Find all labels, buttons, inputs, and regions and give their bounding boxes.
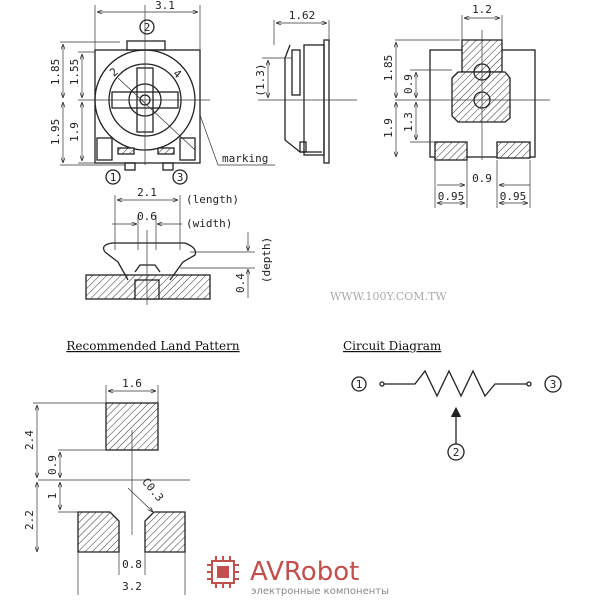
watermark-text: WWW.100Y.COM.TW (330, 290, 447, 303)
land-gap-bottom: 1 (46, 493, 59, 500)
section-view: 2.1 (length) 0.6 (width) 0.4 (depth) (85, 186, 273, 305)
depth-label: (depth) (260, 237, 273, 283)
bottom-c-bottom: 1.3 (402, 112, 415, 132)
pad-right-dimension: 0.95 (500, 190, 527, 203)
avrobot-logo: AVRobot электронные компоненты (207, 556, 389, 597)
bottom-view: 1.2 1.85 1.9 0.9 1.3 0.9 0.95 0.95 (382, 3, 550, 208)
width-label: (width) (186, 217, 232, 230)
height-bottom-dimension: 1.95 (49, 119, 62, 146)
pad-width-dimension: 1.2 (472, 3, 492, 16)
land-h-top: 2.4 (23, 430, 36, 450)
pin-2-label: 2 (144, 21, 151, 34)
resistor-symbol (384, 369, 527, 398)
pin-1-label: 1 (110, 171, 117, 184)
marking-label: marking (222, 152, 268, 165)
pad-left-dimension: 0.95 (438, 190, 465, 203)
inner-bottom-dimension: 1.9 (68, 122, 81, 142)
bottom-h-top: 1.85 (382, 55, 395, 82)
logo-name: AVRobot (250, 557, 359, 587)
logo-tagline: электронные компоненты (251, 586, 389, 597)
land-pattern-title: Recommended Land Pattern (66, 339, 239, 353)
chip-icon (207, 556, 239, 588)
pin-3-label: 3 (177, 171, 184, 184)
dial-label-2: 2 (107, 65, 120, 79)
circuit-diagram: Circuit Diagram 1 3 2 (343, 339, 562, 461)
circuit-title: Circuit Diagram (343, 339, 442, 353)
side-depth-dimension: 1.62 (289, 9, 316, 22)
dial-label-4: 4 (170, 67, 184, 81)
width-dimension-section: 0.6 (137, 210, 157, 223)
circuit-pin-1: 1 (356, 378, 363, 391)
land-pad-width: 1.6 (122, 377, 142, 390)
land-gap-top: 0.9 (46, 455, 59, 475)
land-pad-small: 0.8 (122, 558, 142, 571)
pad-gap-dimension: 0.9 (472, 172, 492, 185)
circuit-pin-2: 2 (453, 446, 460, 459)
front-view: 2 4 3.1 2 1 3 1.85 1.95 1.55 1.9 marking (49, 0, 275, 185)
length-dimension: 2.1 (137, 186, 157, 199)
length-label: (length) (186, 193, 239, 206)
land-total-width: 3.2 (122, 580, 142, 593)
height-top-dimension: 1.85 (49, 59, 62, 86)
bottom-c-top: 0.9 (402, 74, 415, 94)
depth-dimension: 0.4 (234, 273, 247, 293)
circuit-pin-3: 3 (550, 378, 557, 391)
bottom-h-bottom: 1.9 (382, 118, 395, 138)
side-view: 1.62 (1.3) (254, 9, 357, 164)
side-height-dimension: (1.3) (254, 63, 267, 96)
land-h-bottom: 2.2 (23, 510, 36, 530)
land-pattern: Recommended Land Pattern 1.6 2.4 0.9 1 2… (23, 339, 240, 595)
inner-top-dimension: 1.55 (68, 59, 81, 86)
width-dimension: 3.1 (155, 0, 175, 12)
